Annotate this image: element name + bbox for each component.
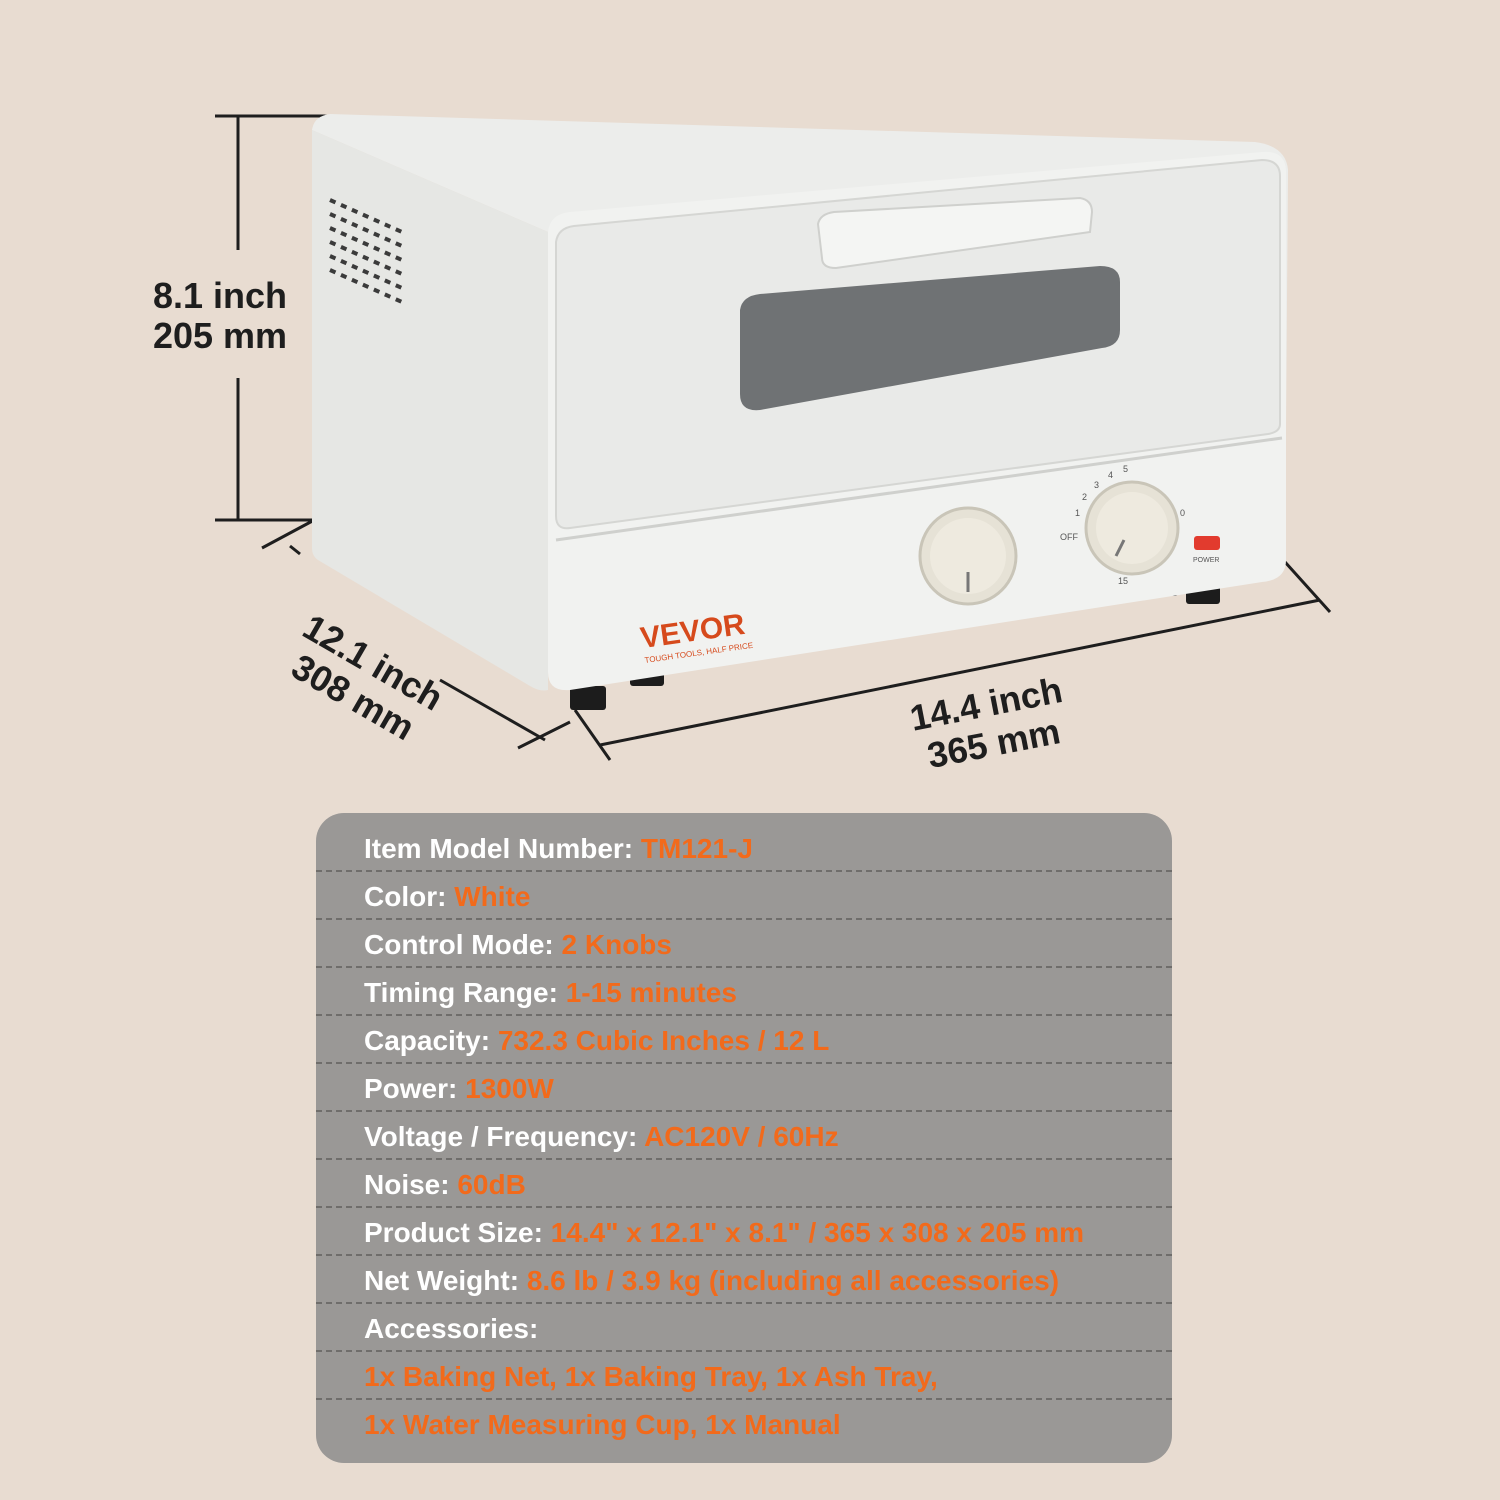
power-light <box>1194 536 1220 550</box>
spec-label: Capacity: <box>364 1025 498 1056</box>
timer-off-mark: OFF <box>1060 532 1078 542</box>
spec-row-accessories: Accessories: <box>316 1304 1172 1352</box>
timer-mark-15: 15 <box>1118 576 1128 586</box>
spec-row-net-weight: Net Weight: 8.6 lb / 3.9 kg (including a… <box>316 1256 1172 1304</box>
timer-mark-5: 5 <box>1123 464 1128 474</box>
height-dimension-line <box>215 114 328 522</box>
timer-knob <box>1084 480 1180 576</box>
timer-mark-2: 2 <box>1082 492 1087 502</box>
spec-line: Power: 1300W <box>364 1072 554 1106</box>
spec-value: 8.6 lb / 3.9 kg (including all accessori… <box>526 1265 1060 1296</box>
spec-row-capacity: Capacity: 732.3 Cubic Inches / 12 L <box>316 1016 1172 1064</box>
accessories-text: 1x Water Measuring Cup, 1x Manual <box>364 1409 841 1440</box>
height-metric: 205 mm <box>152 315 288 356</box>
spec-line: Noise: 60dB <box>364 1168 526 1202</box>
product-illustration: OFF 1 2 3 4 5 0 15 POWER VEVOR TOUGH TOO… <box>215 114 1332 761</box>
spec-line: Control Mode: 2 Knobs <box>364 928 672 962</box>
spec-label: Control Mode: <box>364 929 562 960</box>
spec-label: Accessories: <box>364 1313 539 1344</box>
spec-row-color: Color: White <box>316 872 1172 920</box>
power-label: POWER <box>1193 557 1219 564</box>
spec-line: Voltage / Frequency: AC120V / 60Hz <box>364 1120 839 1154</box>
spec-row-noise: Noise: 60dB <box>316 1160 1172 1208</box>
timer-mark-4: 4 <box>1108 470 1113 480</box>
spec-label: Noise: <box>364 1169 458 1200</box>
height-imperial: 8.1 inch <box>152 275 288 316</box>
toaster-oven <box>312 114 1288 691</box>
spec-value: 732.3 Cubic Inches / 12 L <box>497 1025 830 1056</box>
spec-line: Product Size: 14.4" x 12.1" x 8.1" / 365… <box>364 1216 1084 1250</box>
timer-mark-1: 1 <box>1075 508 1080 518</box>
spec-value: 2 Knobs <box>561 929 672 960</box>
spec-card: Item Model Number: TM121-J Color: White … <box>316 813 1172 1463</box>
side-vents <box>329 198 403 304</box>
spec-label: Color: <box>364 881 455 912</box>
width-dimension-line <box>573 560 1332 761</box>
spec-row-model: Item Model Number: TM121-J <box>316 824 1172 872</box>
timer-mark-3: 3 <box>1094 480 1099 490</box>
spec-row-voltage: Voltage / Frequency: AC120V / 60Hz <box>316 1112 1172 1160</box>
accessories-line-2: 1x Water Measuring Cup, 1x Manual <box>316 1400 1172 1448</box>
accessories-text: 1x Baking Net, 1x Baking Tray, 1x Ash Tr… <box>364 1361 938 1392</box>
spec-row-timing-range: Timing Range: 1-15 minutes <box>316 968 1172 1016</box>
spec-value: 14.4" x 12.1" x 8.1" / 365 x 308 x 205 m… <box>550 1217 1085 1248</box>
spec-value: AC120V / 60Hz <box>644 1121 839 1152</box>
spec-value: White <box>454 881 531 912</box>
spec-line: Capacity: 732.3 Cubic Inches / 12 L <box>364 1024 829 1058</box>
height-label: 8.1 inch 205 mm <box>140 276 300 356</box>
spec-label: Net Weight: <box>364 1265 527 1296</box>
spec-value: 60dB <box>457 1169 526 1200</box>
spec-line: Color: White <box>364 880 530 914</box>
spec-value: 1300W <box>465 1073 554 1104</box>
spec-row-power: Power: 1300W <box>316 1064 1172 1112</box>
accessories-line-1: 1x Baking Net, 1x Baking Tray, 1x Ash Tr… <box>316 1352 1172 1400</box>
spec-label: Timing Range: <box>364 977 566 1008</box>
spec-label: Product Size: <box>364 1217 551 1248</box>
spec-line: Item Model Number: TM121-J <box>364 832 753 866</box>
spec-label: Item Model Number: <box>364 833 641 864</box>
spec-label: Power: <box>364 1073 466 1104</box>
spec-row-product-size: Product Size: 14.4" x 12.1" x 8.1" / 365… <box>316 1208 1172 1256</box>
spec-line: Timing Range: 1-15 minutes <box>364 976 737 1010</box>
timer-mark-0: 0 <box>1180 508 1185 518</box>
function-knob <box>918 506 1018 606</box>
spec-label: Voltage / Frequency: <box>364 1121 645 1152</box>
spec-value: 1-15 minutes <box>565 977 737 1008</box>
spec-value: TM121-J <box>640 833 753 864</box>
spec-row-control-mode: Control Mode: 2 Knobs <box>316 920 1172 968</box>
depth-dimension-line <box>261 516 571 750</box>
spec-line: Net Weight: 8.6 lb / 3.9 kg (including a… <box>364 1264 1059 1298</box>
